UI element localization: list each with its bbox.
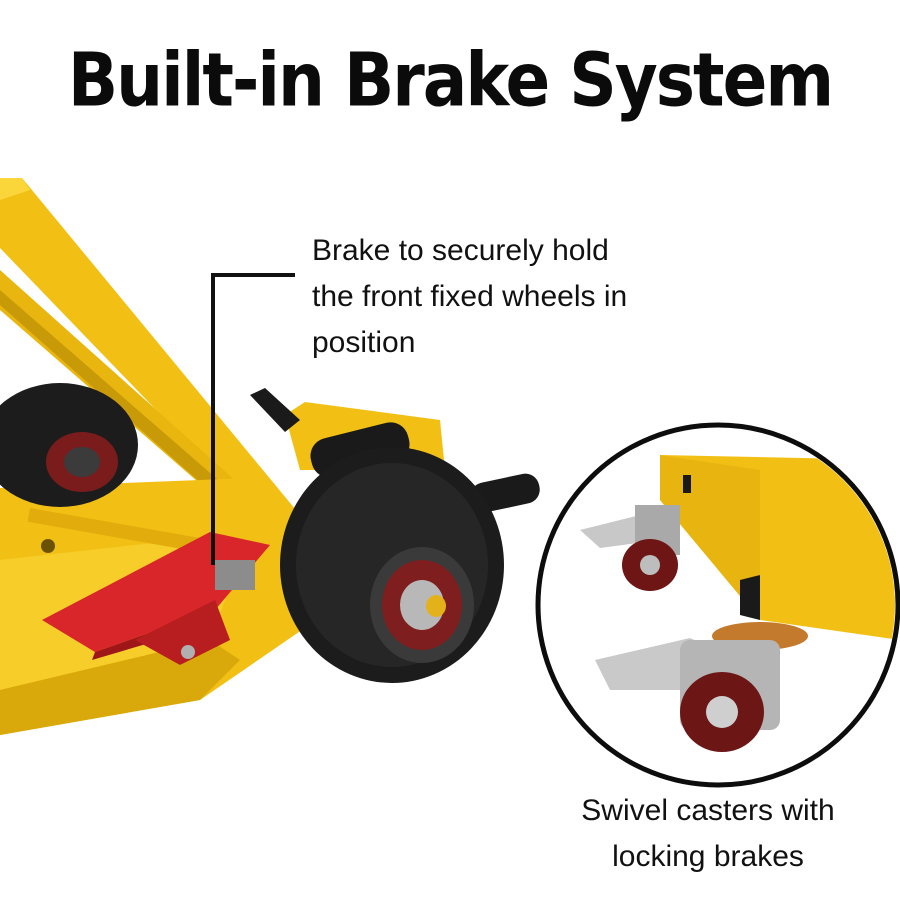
caster-inset (535, 422, 900, 788)
callout-line: Brake to securely hold (312, 234, 609, 267)
page-title: Built-in Brake System (67, 37, 834, 124)
callout-leader-vertical (211, 273, 215, 565)
front-wheel (280, 447, 504, 683)
callout-line: position (312, 326, 416, 359)
front-brake-callout: Brake to securely hold the front fixed w… (312, 228, 712, 366)
rear-wheel (0, 383, 138, 507)
callout-line: locking brakes (612, 840, 804, 873)
callout-line: the front fixed wheels in (312, 280, 628, 313)
callout-line: Swivel casters with (581, 794, 835, 827)
callout-leader-horizontal (211, 273, 295, 277)
caster-callout: Swivel casters with locking brakes (548, 788, 868, 880)
